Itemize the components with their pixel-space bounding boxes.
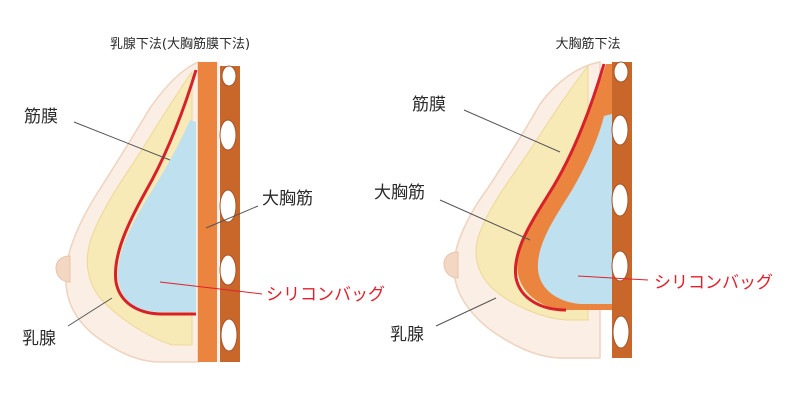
right-nipple (443, 251, 459, 279)
left-panel-title: 乳腺下法(大胸筋膜下法) (110, 36, 250, 52)
left-implant-label: シリコンバッグ (266, 285, 385, 305)
right-panel: 大胸筋下法 筋膜 大胸筋 シリコンバッグ 乳腺 (374, 36, 773, 359)
right-implant (537, 114, 612, 304)
right-rib (611, 250, 629, 282)
left-pectoralis-leader (205, 205, 259, 229)
left-fascia-line (113, 69, 198, 316)
left-mammary-leader (67, 297, 113, 327)
right-implant-label: シリコンバッグ (654, 273, 773, 293)
right-rib (611, 183, 629, 217)
right-fascia-label: 筋膜 (412, 95, 446, 115)
left-rib (221, 65, 237, 87)
right-fascia-leader (463, 109, 561, 153)
right-implant-leader (577, 275, 649, 281)
left-panel: 乳腺下法(大胸筋膜下法) 筋膜 大胸筋 シリコンバッグ (22, 36, 385, 363)
left-implant (117, 120, 196, 312)
right-rib (612, 315, 630, 349)
left-rib (219, 189, 237, 223)
left-fascia-leader (73, 121, 171, 161)
right-mammary-label: 乳腺 (390, 325, 424, 345)
right-panel-title: 大胸筋下法 (555, 36, 620, 52)
left-rib (219, 119, 237, 151)
left-mammary-label: 乳腺 (22, 329, 56, 349)
right-mammary-leader (435, 297, 497, 327)
right-rib (611, 114, 629, 146)
left-rib (219, 254, 237, 286)
left-nipple (55, 255, 71, 283)
right-pectoralis-label: 大胸筋 (374, 183, 425, 203)
left-ribs (219, 65, 238, 352)
left-pectoralis-muscle (198, 62, 218, 362)
left-rib (220, 318, 238, 352)
left-implant-leader (159, 281, 263, 295)
right-ribs (611, 61, 630, 349)
left-pectoralis-label: 大胸筋 (262, 189, 313, 209)
right-pectoralis-leader (439, 199, 531, 241)
left-fascia-label: 筋膜 (24, 107, 58, 127)
right-fascia-line (513, 63, 606, 312)
right-rib (613, 61, 629, 83)
